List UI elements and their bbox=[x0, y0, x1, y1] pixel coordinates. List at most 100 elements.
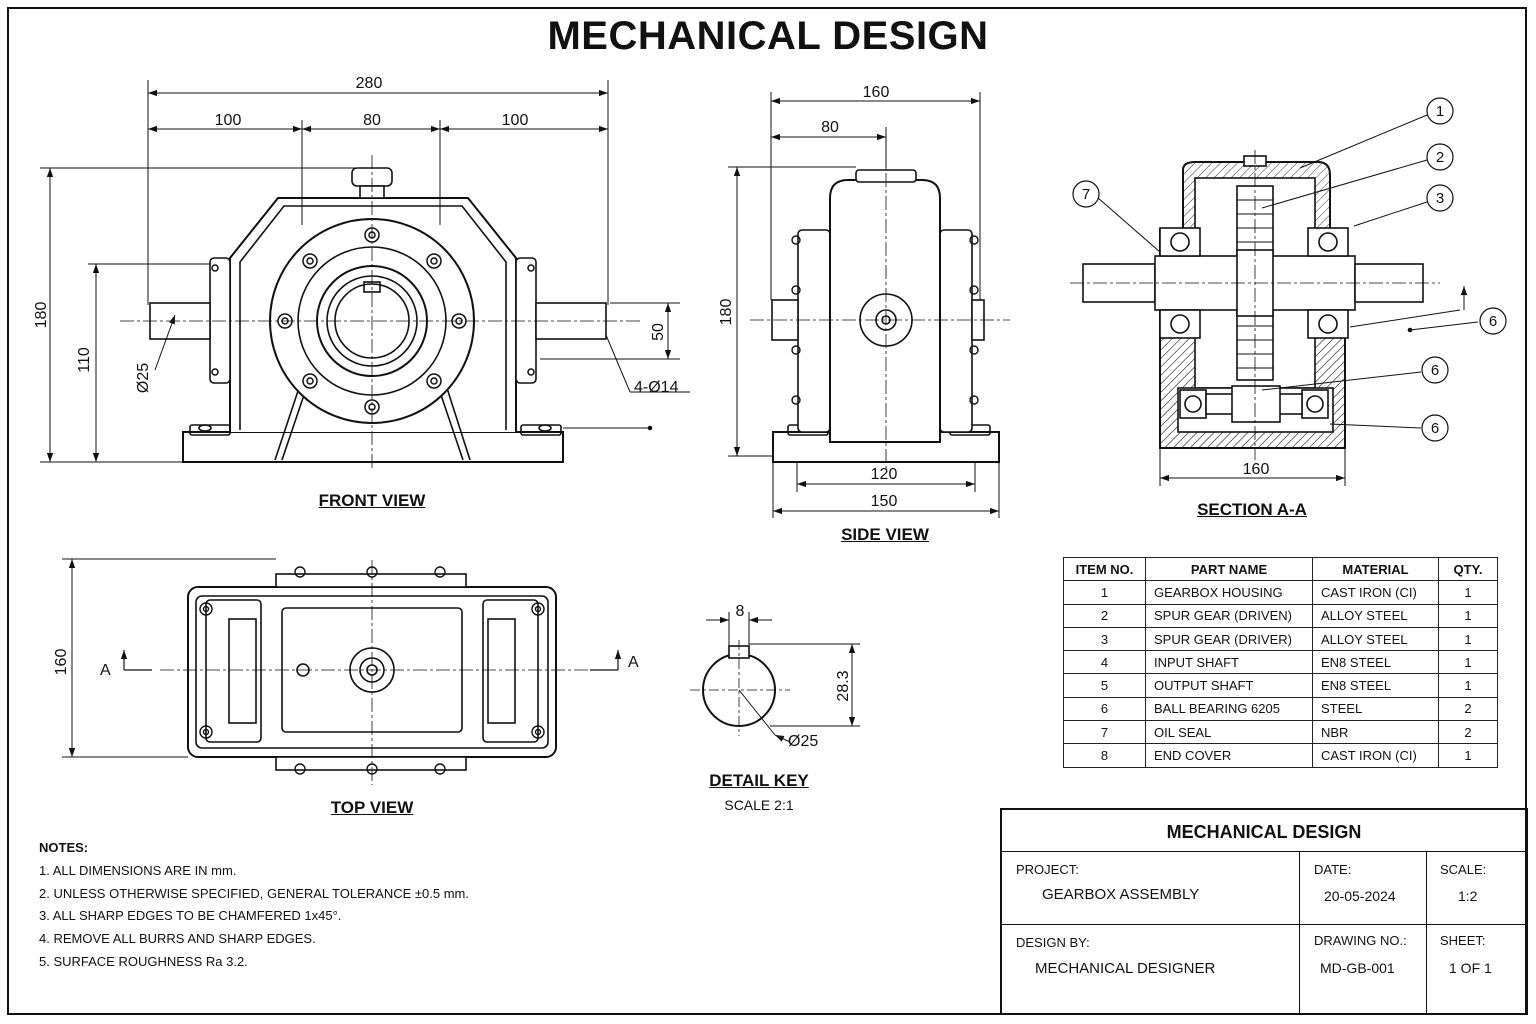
bom-cell: GEARBOX HOUSING bbox=[1145, 580, 1313, 605]
date-label: DATE: bbox=[1314, 862, 1352, 877]
bom-cell: 3 bbox=[1063, 626, 1146, 652]
dim-front-100-right: 100 bbox=[502, 112, 529, 129]
bom-cell: CAST IRON (CI) bbox=[1312, 580, 1439, 605]
notes-heading: NOTES: bbox=[39, 840, 89, 855]
bom-cell: 2 bbox=[1063, 603, 1146, 628]
bom-cell: 1 bbox=[1438, 650, 1498, 675]
dim-front-180: 180 bbox=[33, 302, 50, 329]
detail-key-label: DETAIL KEY bbox=[709, 771, 809, 790]
bom-cell: STEEL bbox=[1312, 696, 1439, 722]
section-view bbox=[1070, 114, 1479, 486]
dim-front-holes: 4-Ø14 bbox=[634, 379, 679, 396]
top-view-label: TOP VIEW bbox=[330, 798, 414, 817]
bom-header-material: MATERIAL bbox=[1312, 556, 1439, 582]
bom-cell: 7 bbox=[1063, 720, 1146, 745]
bom-cell: 4 bbox=[1063, 650, 1146, 675]
section-balloons bbox=[1072, 97, 1507, 442]
front-view-label: FRONT VIEW bbox=[318, 491, 426, 510]
top-view-labels: 160 A A bbox=[53, 649, 639, 679]
note-item: 2. UNLESS OTHERWISE SPECIFIED, GENERAL T… bbox=[39, 885, 469, 901]
note-item: 3. ALL SHARP EDGES TO BE CHAMFERED 1x45°… bbox=[39, 908, 342, 924]
detail-key-labels: 8 28.3 Ø25 bbox=[736, 603, 852, 750]
bom-cell: 2 bbox=[1438, 696, 1498, 722]
drawing-no-label: DRAWING NO.: bbox=[1314, 933, 1407, 948]
design-by-label: DESIGN BY: bbox=[1016, 935, 1090, 950]
dim-front-280: 280 bbox=[356, 75, 383, 92]
project-label: PROJECT: bbox=[1016, 862, 1079, 877]
bom-cell: SPUR GEAR (DRIVER) bbox=[1145, 626, 1313, 652]
bom-cell: OUTPUT SHAFT bbox=[1145, 673, 1313, 698]
balloon-7: 7 bbox=[1082, 186, 1090, 203]
dim-front-80: 80 bbox=[363, 112, 381, 129]
bom-cell: CAST IRON (CI) bbox=[1312, 743, 1439, 768]
balloon-labels: 1 2 3 7 6 6 6 bbox=[1082, 103, 1497, 437]
bom-cell: 8 bbox=[1063, 743, 1146, 768]
side-view-label: SIDE VIEW bbox=[841, 525, 929, 544]
front-view bbox=[40, 80, 690, 470]
bom-cell: BALL BEARING 6205 bbox=[1145, 696, 1313, 722]
bom-cell: INPUT SHAFT bbox=[1145, 650, 1313, 675]
scale-value: 1:2 bbox=[1458, 888, 1478, 904]
dim-side-180: 180 bbox=[718, 299, 735, 326]
bom-header-part: PART NAME bbox=[1145, 556, 1313, 582]
section-mark-left: A bbox=[100, 662, 111, 679]
bom-cell: 1 bbox=[1438, 603, 1498, 628]
balloon-1: 1 bbox=[1436, 103, 1444, 120]
dim-top-160: 160 bbox=[53, 649, 70, 676]
note-item: 5. SURFACE ROUGHNESS Ra 3.2. bbox=[39, 953, 248, 969]
project-value: GEARBOX ASSEMBLY bbox=[1042, 886, 1200, 903]
bom-cell: 5 bbox=[1063, 673, 1146, 698]
dim-front-100-left: 100 bbox=[215, 112, 242, 129]
bom-cell: 1 bbox=[1063, 580, 1146, 605]
detail-key bbox=[690, 612, 860, 743]
title-block: MECHANICAL DESIGN PROJECT: GEARBOX ASSEM… bbox=[1000, 808, 1528, 1015]
bom-cell: NBR bbox=[1312, 720, 1439, 745]
front-view-dimension-labels: 280 100 80 100 180 110 Ø25 50 4-Ø14 bbox=[33, 75, 679, 396]
date-value: 20-05-2024 bbox=[1324, 888, 1396, 904]
note-item: 4. REMOVE ALL BURRS AND SHARP EDGES. bbox=[39, 931, 316, 947]
bom-cell: 2 bbox=[1438, 720, 1498, 745]
balloon-6b: 6 bbox=[1431, 362, 1439, 379]
bom-header-qty: QTY. bbox=[1438, 556, 1498, 582]
design-by-value: MECHANICAL DESIGNER bbox=[1035, 960, 1216, 977]
dim-front-50: 50 bbox=[650, 323, 667, 341]
dim-key-dia: Ø25 bbox=[788, 733, 818, 750]
sheet-label: SHEET: bbox=[1440, 933, 1486, 948]
section-view-label: SECTION A-A bbox=[1197, 500, 1307, 519]
bom-cell: EN8 STEEL bbox=[1312, 650, 1439, 675]
dim-key-height: 28.3 bbox=[835, 670, 852, 701]
dim-key-width: 8 bbox=[736, 603, 745, 620]
bom-cell: 6 bbox=[1063, 696, 1146, 722]
top-view bbox=[62, 558, 622, 785]
bom-cell: 1 bbox=[1438, 743, 1498, 768]
drawing-border bbox=[7, 7, 1527, 1015]
side-view-dimension-labels: 160 80 180 120 150 bbox=[718, 84, 897, 510]
bom-cell: ALLOY STEEL bbox=[1312, 626, 1439, 652]
title-block-heading: MECHANICAL DESIGN bbox=[1166, 822, 1362, 842]
dim-section-160: 160 bbox=[1243, 461, 1270, 478]
note-item: 1. ALL DIMENSIONS ARE IN mm. bbox=[39, 862, 237, 878]
balloon-6a: 6 bbox=[1489, 313, 1497, 330]
side-view bbox=[728, 92, 1010, 518]
scale-label: SCALE: bbox=[1440, 862, 1487, 877]
dim-side-120: 120 bbox=[871, 466, 898, 483]
bom-cell: END COVER bbox=[1145, 743, 1313, 768]
bom-cell: 1 bbox=[1438, 580, 1498, 605]
page-title: MECHANICAL DESIGN bbox=[547, 14, 989, 58]
section-mark-right: A bbox=[628, 654, 639, 671]
dim-side-80: 80 bbox=[821, 119, 839, 136]
dim-front-shaft-dia: Ø25 bbox=[135, 363, 152, 393]
bom-cell: ALLOY STEEL bbox=[1312, 603, 1439, 628]
bom-cell: SPUR GEAR (DRIVEN) bbox=[1145, 603, 1313, 628]
bom-header-row: ITEM NO. PART NAME MATERIAL QTY. bbox=[1063, 556, 1498, 582]
